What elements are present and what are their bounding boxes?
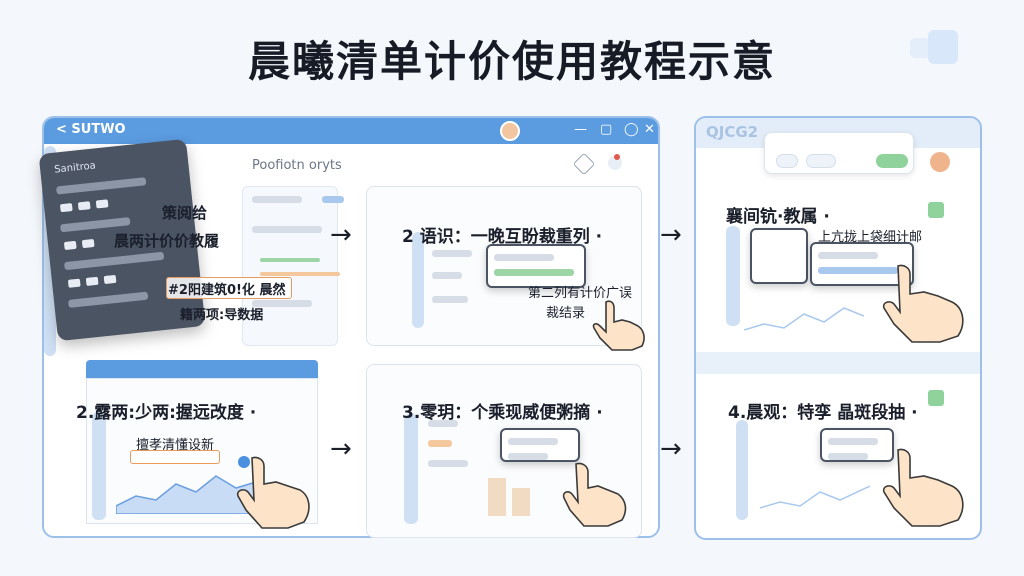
row-chip	[428, 420, 458, 427]
key-chip	[77, 201, 91, 211]
callout-popup	[810, 242, 914, 286]
arrow-right-icon: →	[660, 434, 682, 464]
key-chip	[103, 274, 117, 285]
row-chip	[428, 460, 468, 467]
hand-pointer-icon	[236, 456, 310, 529]
step1-heading: 2 语识：一晚互盼裁重列 ·	[402, 227, 603, 247]
line-chart	[760, 485, 870, 509]
page-title: 晨曦清单计价使用教程示意	[247, 37, 776, 86]
row-chip	[322, 196, 344, 203]
window-titlebar: < SUTWO — ▢ ◯ ✕	[44, 118, 658, 144]
row-chip	[428, 440, 452, 447]
step1-sub1: 第二列有计价广误	[528, 286, 633, 301]
minimize-icon[interactable]: —	[574, 122, 587, 137]
maximize-icon[interactable]: ▢	[600, 122, 613, 137]
key-chip	[59, 203, 73, 213]
app-name[interactable]: QJCG2	[706, 123, 759, 141]
progress-bar	[260, 272, 340, 276]
progress-bar	[260, 258, 320, 262]
key-chip	[81, 238, 95, 249]
sub-sidebar	[726, 226, 740, 326]
highlight-box	[130, 450, 220, 464]
intro-line3: #2阳建筑0!化 晨然	[168, 283, 286, 298]
sub-sidebar	[736, 420, 748, 520]
callout-popup	[750, 228, 808, 284]
card-row	[56, 177, 147, 195]
key-chip	[67, 278, 81, 288]
step3-heading: 3.零玥：个乘现威便粥摘 ·	[402, 403, 603, 423]
step2-sub: 擅孝清懂设新	[136, 438, 215, 453]
arrow-right-icon: →	[660, 220, 682, 250]
step2-bar	[86, 360, 318, 378]
sub-sidebar	[404, 414, 418, 524]
app-name[interactable]: < SUTWO	[56, 122, 126, 137]
toolbar-button[interactable]	[806, 154, 836, 168]
line-chart	[744, 307, 864, 331]
step2-heading: 2.露两:少两:握远改度 ·	[76, 403, 257, 423]
row-chip	[432, 250, 472, 257]
area-chart	[116, 475, 256, 514]
callout-popup	[820, 428, 894, 462]
intro-line2: 晨两计价价教履	[114, 232, 220, 250]
key-chip	[95, 199, 109, 209]
hand-pointer-icon	[882, 264, 964, 343]
top-right-sub: 上亢拢上袋细计邮	[818, 230, 923, 245]
card-row	[64, 251, 165, 271]
highlight-box	[166, 277, 292, 299]
toolbar-button[interactable]	[776, 154, 798, 168]
callout-popup	[486, 244, 586, 288]
confirm-button[interactable]	[876, 154, 908, 168]
sub-sidebar	[412, 232, 424, 328]
decor-cube-icon	[910, 30, 964, 70]
avatar-icon[interactable]	[500, 121, 520, 141]
close-icon[interactable]: ✕	[644, 122, 655, 137]
arrow-right-icon: →	[330, 434, 352, 464]
row-chip	[252, 196, 302, 203]
divider-strip	[696, 352, 980, 374]
table-card	[242, 186, 338, 346]
card-title: Sanitroa	[53, 160, 97, 176]
arrow-right-icon: →	[330, 220, 352, 250]
sub-sidebar	[92, 412, 106, 520]
avatar-icon[interactable]	[930, 152, 950, 172]
key-chip	[85, 276, 99, 286]
step1-sub2: 裁结录	[546, 306, 586, 321]
header-text: Poofiotn oryts	[252, 158, 342, 173]
sheet-icon[interactable]	[928, 202, 944, 218]
hand-pointer-icon	[592, 300, 645, 351]
notification-dot	[614, 154, 620, 160]
key-chip	[63, 240, 77, 251]
row-chip	[252, 300, 312, 307]
bar	[512, 488, 530, 516]
hand-pointer-icon	[882, 448, 964, 527]
intro-line1: 策阅给	[162, 204, 208, 222]
card-row	[67, 291, 149, 308]
row-chip	[252, 226, 322, 233]
callout-popup	[500, 428, 580, 462]
intro-line4: 籍两项:导数据	[180, 308, 264, 323]
hand-pointer-icon	[562, 462, 627, 527]
top-right-heading: 襄间钪·教属 ·	[726, 207, 830, 227]
row-chip	[432, 272, 462, 279]
step4-heading: 4.晨观：特孪 晶斑段抽 ·	[728, 403, 918, 423]
row-chip	[432, 296, 468, 303]
bar	[488, 478, 506, 516]
record-icon[interactable]: ◯	[624, 122, 639, 137]
sheet-icon[interactable]	[928, 390, 944, 406]
